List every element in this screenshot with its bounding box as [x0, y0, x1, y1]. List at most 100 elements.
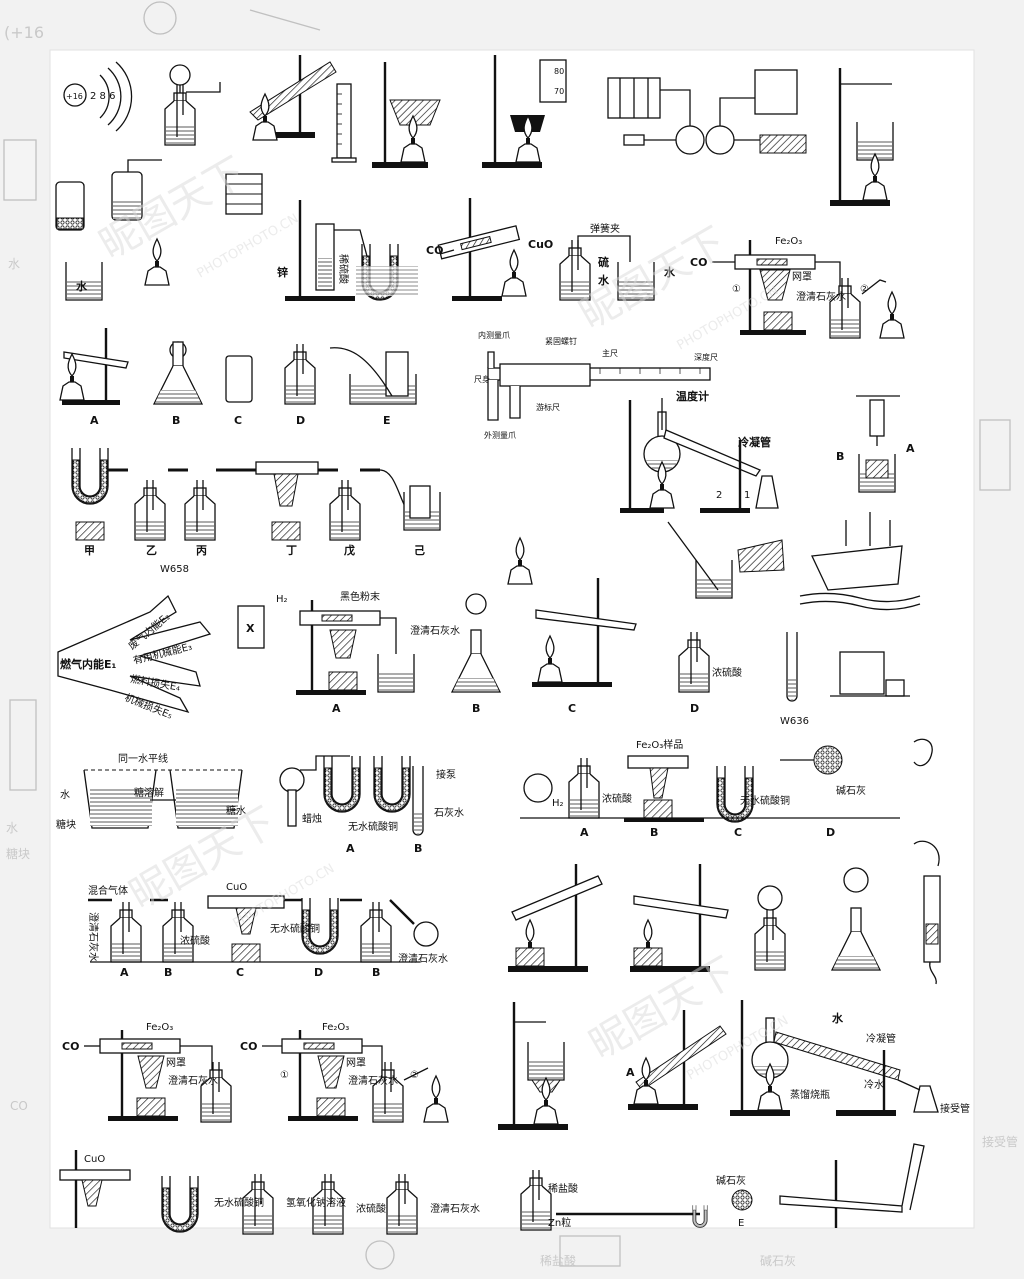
svg-text:B: B: [650, 826, 658, 839]
conical-flask-funnel: [831, 867, 881, 971]
svg-text:燃气内能E₁: 燃气内能E₁: [59, 657, 117, 671]
svg-text:外测量爪: 外测量爪: [484, 430, 516, 440]
svg-text:水: 水: [76, 279, 88, 293]
svg-text:W658: W658: [160, 564, 189, 575]
svg-text:接受管: 接受管: [982, 1134, 1018, 1149]
ship-drawing: [799, 512, 921, 611]
sugar-dissolving-experiment: 同一水平线 水 糖块 糖溶解 糖水: [56, 752, 246, 831]
svg-text:无水硫酸铜: 无水硫酸铜: [740, 794, 790, 807]
svg-text:70: 70: [554, 87, 564, 96]
svg-text:蜡烛: 蜡烛: [302, 812, 322, 825]
evaporating-setup: [372, 62, 441, 168]
svg-text:C: C: [236, 966, 244, 979]
svg-text:B: B: [172, 414, 180, 427]
svg-text:紧固螺钉: 紧固螺钉: [545, 336, 577, 346]
svg-text:C: C: [234, 414, 242, 427]
svg-text:水: 水: [6, 821, 18, 835]
svg-text:冷水: 冷水: [864, 1078, 884, 1091]
svg-text:澄清石灰水: 澄清石灰水: [430, 1202, 480, 1215]
svg-text:丙: 丙: [196, 544, 207, 557]
svg-text:温度计: 温度计: [676, 389, 709, 403]
svg-text:E: E: [738, 1218, 744, 1229]
svg-text:接泵: 接泵: [436, 768, 456, 781]
zinc-acid-generator: 锌 稀硫酸: [277, 200, 418, 301]
svg-text:硫: 硫: [598, 255, 609, 269]
sulfur-atom-diagram: +16 2 8 6: [63, 61, 133, 132]
svg-text:水: 水: [598, 273, 610, 287]
svg-text:己: 己: [414, 544, 425, 557]
cuo-tube-stand: CuO: [59, 1150, 131, 1228]
svg-text:水: 水: [832, 1011, 844, 1025]
svg-text:浓硫酸: 浓硫酸: [602, 792, 632, 805]
svg-text:A: A: [346, 842, 355, 855]
svg-text:D: D: [690, 702, 699, 715]
svg-text:W636: W636: [780, 716, 809, 727]
apparatus-C-jar: C: [225, 355, 253, 427]
spring-scale-block: B A: [836, 395, 915, 493]
evaporation-dish-stand: [498, 1002, 568, 1130]
svg-text:无水硫酸铜: 无水硫酸铜: [214, 1196, 264, 1209]
svg-text:②: ②: [410, 1070, 419, 1081]
svg-text:澄清石灰水: 澄清石灰水: [87, 912, 100, 962]
funnel-jar: [754, 885, 786, 971]
svg-text:锌: 锌: [277, 265, 288, 279]
gas-purification-train: 甲 乙 丙 丁 戊 己 W658: [71, 447, 441, 575]
svg-text:碱石灰: 碱石灰: [836, 784, 866, 797]
zn-hcl-generator-train: 稀盐酸 Zn粒 碱石灰 E: [520, 1169, 753, 1231]
svg-text:无水硫酸铜: 无水硫酸铜: [348, 820, 398, 833]
svg-text:澄清石灰水: 澄清石灰水: [398, 952, 448, 965]
svg-text:Fe₂O₃: Fe₂O₃: [322, 1022, 349, 1033]
co-reduces-fe2o3-3: CO Fe₂O₃ 网罩 澄清石灰水 ① ②: [240, 1022, 449, 1123]
background-faint-labels: (+16 水 水 糖块 CO 接受管 稀盐酸 碱石灰: [4, 23, 1018, 1268]
row5-tank: [830, 651, 910, 697]
svg-text:冷凝管: 冷凝管: [866, 1032, 896, 1045]
h2-reduction-setup: X H₂ 黑色粉末 澄清石灰水 A: [237, 590, 460, 715]
svg-text:黑色粉末: 黑色粉末: [340, 590, 380, 603]
apparatus-A-tube-heat: A: [59, 328, 129, 427]
svg-text:CO: CO: [426, 244, 443, 257]
mixed-gas-analysis: 混合气体 CuO 澄清石灰水 浓硫酸 无水硫酸铜 澄清石灰水 A B C D B: [87, 882, 448, 979]
svg-text:A: A: [90, 414, 99, 427]
svg-text:A: A: [906, 442, 915, 455]
svg-text:石灰水: 石灰水: [434, 806, 464, 819]
svg-text:游标尺: 游标尺: [536, 402, 560, 412]
svg-text:氢氧化钠溶液: 氢氧化钠溶液: [286, 1196, 346, 1209]
apparatus-B-funnel-flask: B: [153, 341, 203, 427]
svg-text:稀盐酸: 稀盐酸: [548, 1182, 578, 1195]
svg-text:稀盐酸: 稀盐酸: [540, 1253, 576, 1268]
svg-text:(+16: (+16: [4, 23, 44, 42]
svg-text:CuO: CuO: [84, 1154, 105, 1165]
distillation-setup: 温度计 冷凝管 2 1: [620, 389, 779, 513]
svg-text:蒸馏烧瓶: 蒸馏烧瓶: [790, 1088, 830, 1101]
row5-B-flask: B: [451, 593, 501, 715]
svg-text:澄清石灰水: 澄清石灰水: [168, 1074, 218, 1087]
svg-text:C: C: [734, 826, 742, 839]
svg-text:糖块: 糖块: [6, 846, 30, 861]
svg-text:①: ①: [732, 284, 741, 295]
hand-with-tube: [913, 840, 941, 985]
svg-text:戊: 戊: [343, 543, 355, 557]
svg-text:水: 水: [8, 257, 20, 271]
svg-text:A: A: [580, 826, 589, 839]
svg-text:D: D: [826, 826, 835, 839]
row5-C-tube-heating: C: [532, 578, 637, 715]
svg-text:80: 80: [554, 67, 564, 76]
row5-test-tube: W636: [780, 631, 809, 727]
svg-text:水: 水: [60, 789, 70, 801]
svg-text:B: B: [164, 966, 172, 979]
co-reduces-cuo: CO CuO: [426, 198, 553, 301]
svg-text:Zn粒: Zn粒: [548, 1216, 571, 1229]
svg-text:无水硫酸铜: 无水硫酸铜: [270, 922, 320, 935]
svg-text:1: 1: [744, 490, 750, 501]
svg-text:糖溶解: 糖溶解: [134, 786, 164, 799]
tube-heating-stand-1: [508, 864, 603, 972]
gas-generator-bottle: [164, 64, 221, 146]
svg-text:+16: +16: [66, 92, 83, 101]
svg-text:CO: CO: [690, 256, 707, 269]
svg-text:糖块: 糖块: [56, 818, 76, 831]
svg-text:澄清石灰水: 澄清石灰水: [410, 624, 460, 637]
svg-text:稀硫酸: 稀硫酸: [337, 254, 350, 284]
tube-heating-stand-2: [630, 864, 729, 972]
svg-text:2: 2: [716, 490, 722, 501]
svg-text:内测量爪: 内测量爪: [478, 330, 510, 340]
